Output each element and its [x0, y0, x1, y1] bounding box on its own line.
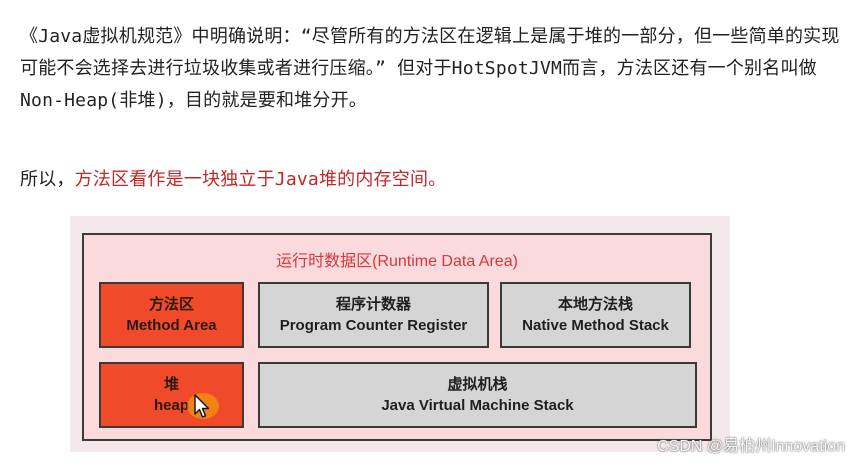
runtime-data-area-title: 运行时数据区(Runtime Data Area) [276, 253, 518, 270]
heap-zh: 堆 [163, 376, 179, 393]
paragraph-conclusion: 所以，方法区看作是一块独立于Java堆的内存空间。 [20, 164, 850, 196]
native-stack-en: Native Method Stack [522, 317, 669, 334]
heap-box: 堆 heap [99, 362, 244, 428]
conclusion-highlight: 方法区看作是一块独立于Java堆的内存空间。 [74, 169, 447, 190]
native-method-stack-box: 本地方法栈 Native Method Stack [500, 282, 691, 348]
mouse-cursor-icon [187, 393, 219, 419]
csdn-watermark: CSDN @易柏州Innovation [657, 438, 845, 455]
native-stack-zh: 本地方法栈 [557, 296, 633, 313]
heap-en: heap [153, 397, 189, 414]
jvm-stack-box: 虚拟机栈 Java Virtual Machine Stack [258, 362, 697, 428]
pc-register-zh: 程序计数器 [335, 296, 411, 313]
method-area-zh: 方法区 [148, 296, 194, 313]
jvm-stack-en: Java Virtual Machine Stack [381, 397, 574, 414]
conclusion-prefix: 所以， [20, 169, 75, 190]
pc-register-box: 程序计数器 Program Counter Register [258, 282, 489, 348]
paragraph-jvm-spec: 《Java虚拟机规范》中明确说明：“尽管所有的方法区在逻辑上是属于堆的一部分，但… [20, 26, 840, 111]
method-area-en: Method Area [126, 317, 217, 334]
method-area-box: 方法区 Method Area [99, 282, 244, 348]
jvm-stack-zh: 虚拟机栈 [447, 376, 508, 393]
pc-register-en: Program Counter Register [279, 317, 468, 334]
